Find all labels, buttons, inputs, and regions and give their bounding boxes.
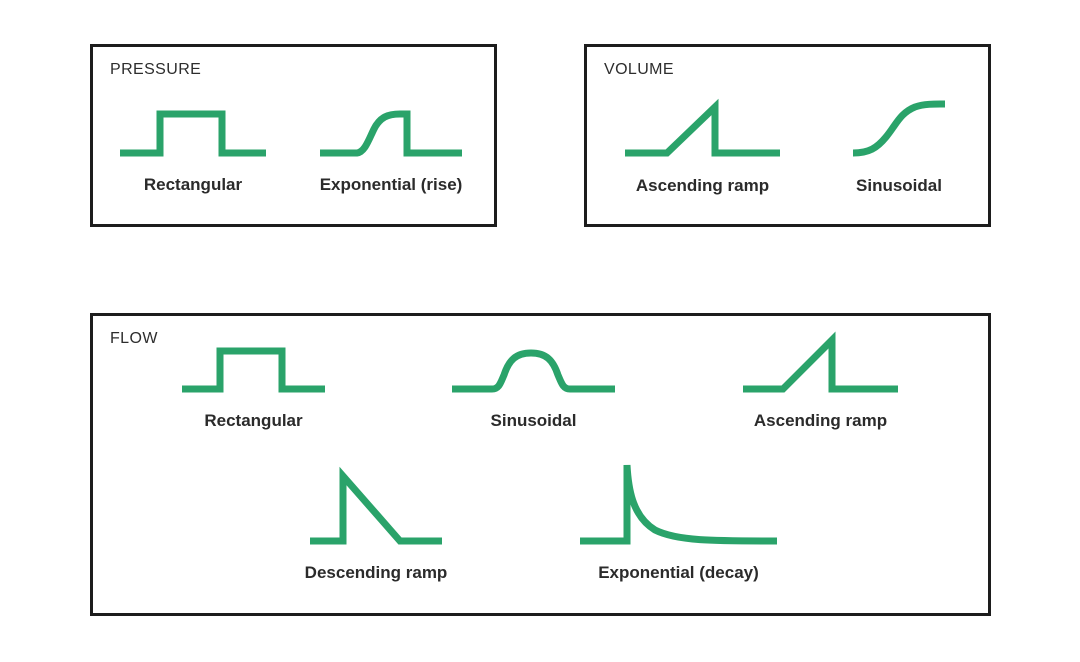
pressure-panel: PRESSURE Rectangular Exponential (rise): [90, 44, 497, 227]
flow-descending-ramp-waveform: Descending ramp: [305, 466, 447, 583]
rectangular-waveform-icon: [182, 347, 325, 393]
waveform-label: Sinusoidal: [856, 176, 942, 195]
flow-exponential-decay-waveform: Exponential (decay): [580, 461, 778, 583]
waveform-label: Ascending ramp: [635, 176, 770, 195]
rectangular-waveform-icon: [120, 110, 266, 157]
descending-ramp-curve: [310, 466, 442, 545]
flow-rectangular-waveform: Rectangular: [182, 344, 325, 431]
flow-panel: FLOW Rectangular Sinusoidal Ascending ra…: [90, 313, 991, 616]
pressure-rectangular-waveform: Rectangular: [120, 107, 266, 195]
descending-ramp-waveform-icon: [310, 466, 442, 545]
rectangular-curve: [182, 347, 325, 393]
half-sine-waveform-icon: [452, 349, 615, 393]
half-sine-curve: [452, 349, 615, 393]
waveform-label: Ascending ramp: [753, 411, 888, 430]
waveform-label: Descending ramp: [304, 563, 448, 582]
ascending-ramp-waveform-icon: [743, 331, 898, 393]
flow-ascending-ramp-waveform: Ascending ramp: [743, 331, 898, 431]
flow-sinusoidal-waveform: Sinusoidal: [452, 348, 615, 431]
volume-panel-title: VOLUME: [604, 61, 674, 78]
pressure-panel-title: PRESSURE: [110, 61, 202, 78]
waveform-label: Exponential (rise): [319, 175, 463, 194]
sigmoid-curve: [852, 100, 946, 157]
volume-sinusoidal-waveform: Sinusoidal: [852, 100, 946, 196]
waveform-label: Rectangular: [143, 175, 243, 194]
sigmoid-waveform-icon: [852, 100, 946, 157]
volume-ascending-ramp-waveform: Ascending ramp: [625, 98, 780, 196]
ascending-ramp-waveform-icon: [625, 98, 780, 157]
waveform-label: Exponential (decay): [598, 563, 759, 582]
exponential-rise-waveform-icon: [320, 110, 462, 157]
rectangular-curve: [120, 110, 266, 157]
exponential-rise-curve: [320, 110, 462, 157]
ascending-ramp-curve: [743, 331, 898, 393]
flow-panel-title: FLOW: [110, 330, 158, 347]
waveform-label: Sinusoidal: [490, 411, 577, 430]
volume-panel: VOLUME Ascending ramp Sinusoidal: [584, 44, 991, 227]
ascending-ramp-curve: [625, 98, 780, 157]
pressure-exponential-rise-waveform: Exponential (rise): [320, 107, 462, 195]
waveform-label: Rectangular: [204, 411, 303, 430]
exponential-decay-curve: [580, 464, 778, 545]
exponential-decay-waveform-icon: [580, 464, 778, 545]
